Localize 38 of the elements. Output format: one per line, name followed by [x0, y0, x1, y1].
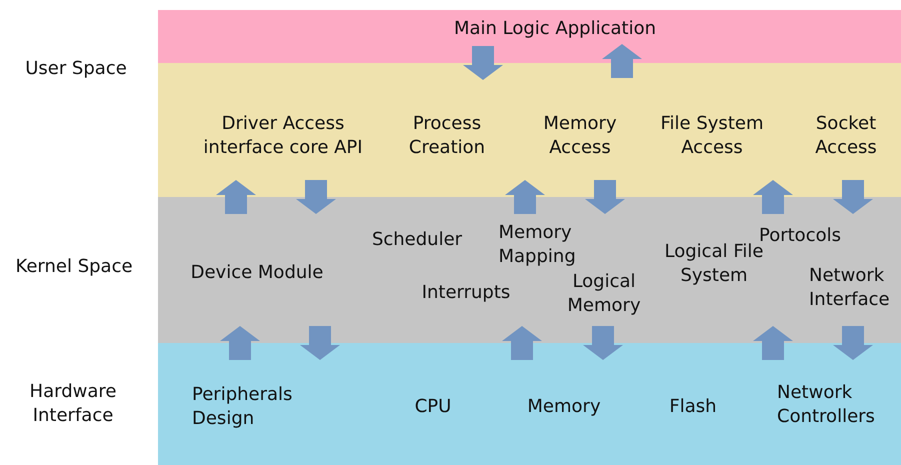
- component-label: Logical Memory: [566, 270, 642, 318]
- block-arrow: [753, 180, 793, 214]
- block-arrow: [602, 44, 642, 78]
- layer-label: Hardware Interface: [28, 380, 118, 428]
- application-band: [158, 10, 901, 63]
- block-arrow: [300, 326, 340, 360]
- component-label: Network Controllers: [777, 381, 876, 429]
- block-arrow: [463, 46, 503, 80]
- component-label: Socket Access: [814, 112, 878, 160]
- layer-title: Main Logic Application: [452, 17, 658, 41]
- hardware-band: [158, 343, 901, 465]
- layer-label: Kernel Space: [14, 255, 134, 279]
- component-label: Process Creation: [408, 112, 486, 160]
- component-label: Memory Mapping: [498, 221, 577, 269]
- block-arrow: [220, 326, 260, 360]
- component-label: File System Access: [660, 112, 764, 160]
- block-arrow: [583, 326, 623, 360]
- block-arrow: [502, 326, 542, 360]
- block-arrow: [833, 180, 873, 214]
- component-label: Flash: [668, 395, 718, 419]
- block-arrow: [585, 180, 625, 214]
- component-label: CPU: [414, 395, 452, 419]
- block-arrow: [296, 180, 336, 214]
- block-arrow: [216, 180, 256, 214]
- component-label: Device Module: [190, 261, 324, 285]
- component-label: Network Interface: [809, 264, 891, 312]
- block-arrow: [833, 326, 873, 360]
- component-label: Driver Access interface core API: [202, 112, 364, 160]
- component-label: Scheduler: [370, 228, 464, 252]
- component-label: Interrupts: [420, 281, 512, 305]
- layer-label: User Space: [24, 57, 128, 81]
- block-arrow: [753, 326, 793, 360]
- component-label: Peripherals Design: [192, 383, 294, 431]
- block-arrow: [505, 180, 545, 214]
- component-label: Memory Access: [542, 112, 618, 160]
- user-space-band: [158, 63, 901, 197]
- kernel-space-band: [158, 197, 901, 343]
- component-label: Memory: [526, 395, 602, 419]
